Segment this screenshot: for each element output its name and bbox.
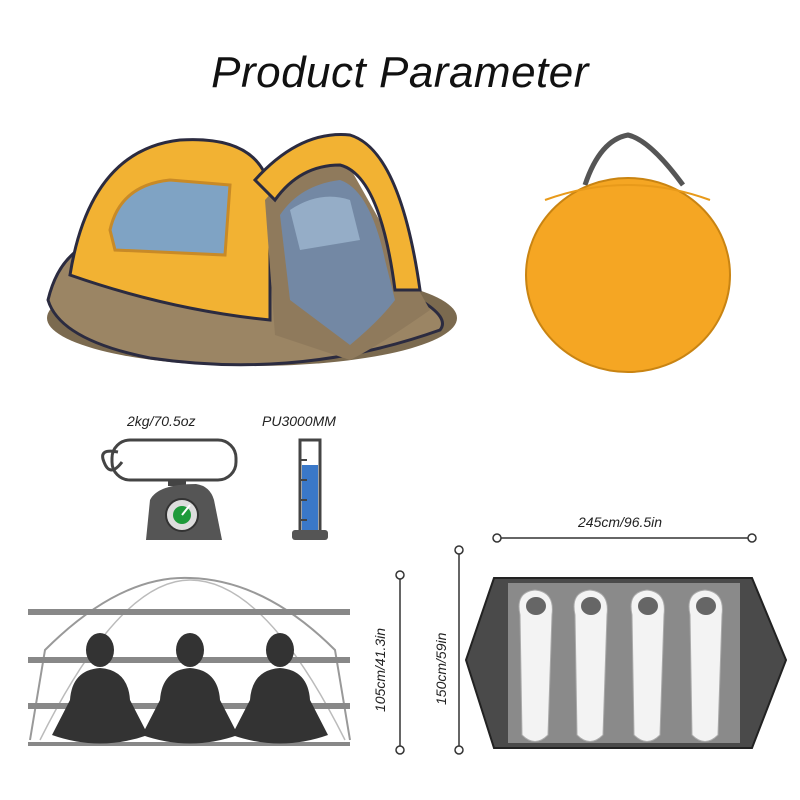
sleeping-bag-icon <box>573 589 608 742</box>
sleeping-bag-icon <box>630 589 665 742</box>
person-silhouette <box>52 633 148 744</box>
person-silhouette <box>232 633 328 744</box>
waterproof-label: PU3000MM <box>262 413 336 429</box>
sleeping-bag-icon <box>518 589 553 742</box>
person-silhouette <box>142 633 238 744</box>
sleeping-bag-icon <box>688 589 723 742</box>
page-title: Product Parameter <box>211 48 589 97</box>
weight-label: 2kg/70.5oz <box>127 413 196 429</box>
length-label: 245cm/96.5in <box>578 514 663 530</box>
